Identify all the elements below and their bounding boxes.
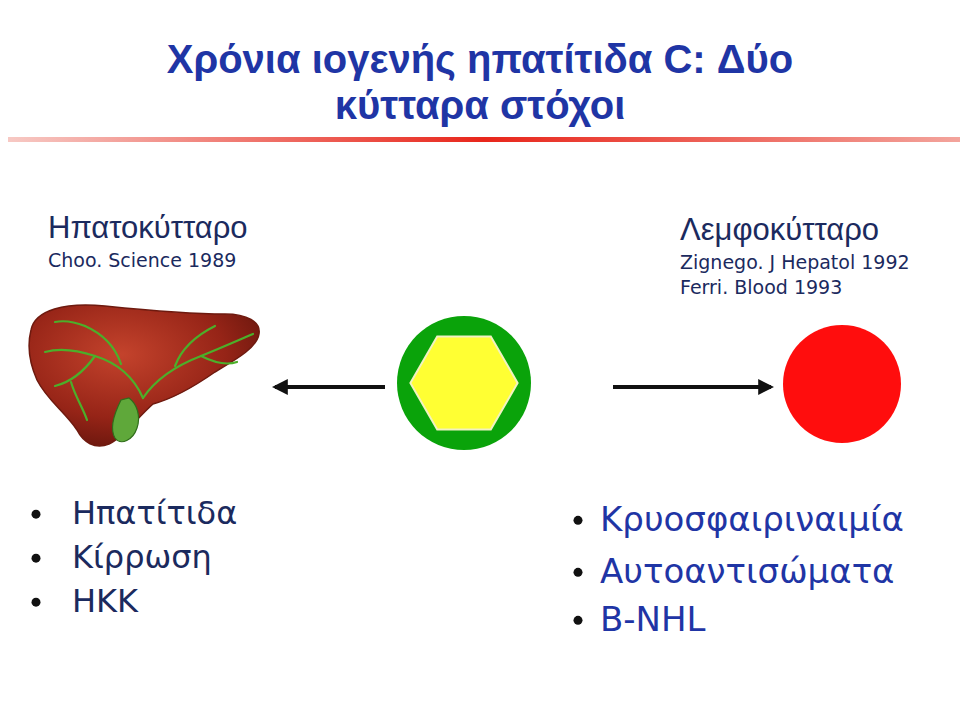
bullet-item: Αυτοαντισώματα <box>600 552 895 591</box>
cell-heading: Λεμφοκύτταρο <box>680 212 879 248</box>
citation: Choo. Science 1989 <box>48 250 236 272</box>
liver-node: ΗπατοκύτταροChoo. Science 1989 <box>25 300 263 450</box>
bullet-item: Κίρρωση <box>72 539 212 576</box>
bullet-dot <box>574 516 583 525</box>
citation: Zignego. J Hepatol 1992 <box>680 252 910 274</box>
bile-duct <box>85 326 121 364</box>
bile-duct <box>71 382 87 420</box>
liver-shape <box>25 300 263 450</box>
virus-node <box>397 316 531 450</box>
virus-capsid <box>410 337 517 430</box>
bullet-item: Κρυοσφαιριναιμία <box>600 500 904 539</box>
slide-title: Χρόνια ιογενής ηπατίτιδα C: Δύο κύτταρα … <box>160 36 800 128</box>
bullet-dot <box>32 554 41 563</box>
bullet-dot <box>574 568 583 577</box>
bile-duct <box>143 334 253 398</box>
lymphocyte-circle <box>783 325 901 443</box>
cell-shape <box>783 325 901 443</box>
title-rule <box>8 137 960 142</box>
lymphocyte-node: ΛεμφοκύτταροZignego. J Hepatol 1992Ferri… <box>783 325 901 443</box>
gallbladder <box>113 398 139 442</box>
bullet-item: B-NHL <box>600 600 706 639</box>
cell-heading: Ηπατοκύτταρο <box>48 210 248 246</box>
virus-shape <box>397 316 531 450</box>
bullet-item: ΗΚΚ <box>72 583 138 620</box>
citation: Ferri. Blood 1993 <box>680 277 842 299</box>
bullet-dot <box>574 616 583 625</box>
bullet-item: Ηπατίτιδα <box>72 495 237 532</box>
bile-duct <box>55 356 95 386</box>
bile-duct <box>45 350 143 398</box>
arrow-connector <box>613 385 771 389</box>
arrow-connector <box>275 385 385 389</box>
bile-duct <box>201 356 237 364</box>
virus-envelope <box>397 316 531 450</box>
bile-duct <box>55 321 85 326</box>
bullet-dot <box>32 598 41 607</box>
bullet-dot <box>32 510 41 519</box>
liver-outline <box>29 305 259 446</box>
